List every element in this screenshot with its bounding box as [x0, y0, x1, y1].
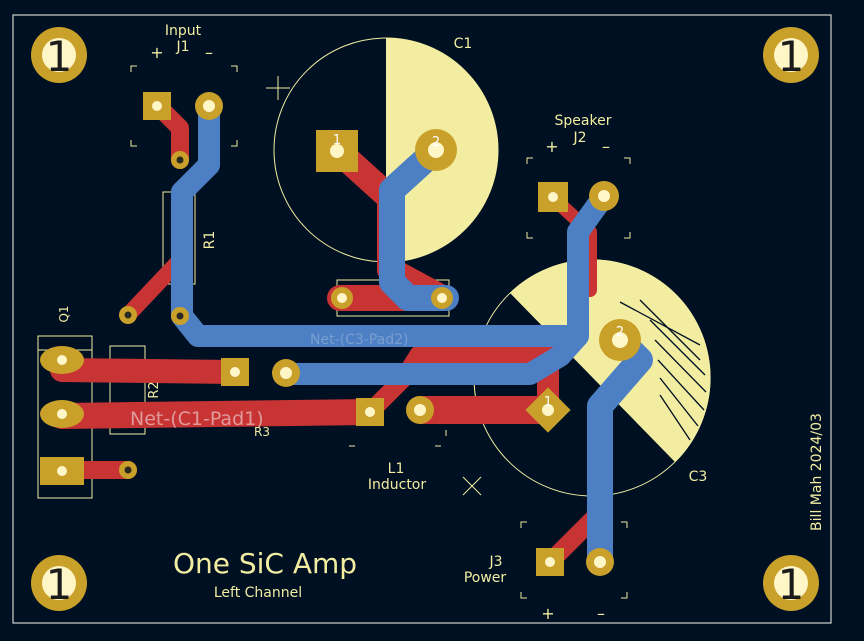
svg-text:1: 1 — [778, 32, 805, 81]
author-date: Bill Mah 2024/03 — [809, 413, 825, 531]
svg-text:–: – — [602, 137, 610, 156]
board-subtitle: Left Channel — [214, 585, 302, 601]
svg-text:+: + — [150, 43, 163, 62]
svg-text:R3: R3 — [254, 425, 270, 439]
svg-text:1: 1 — [333, 133, 341, 148]
svg-text:1: 1 — [46, 32, 73, 81]
svg-text:R1: R1 — [202, 231, 218, 250]
svg-text:L1: L1 — [388, 461, 405, 477]
svg-text:2: 2 — [616, 325, 624, 340]
svg-text:J3: J3 — [488, 554, 502, 570]
fiducials — [266, 76, 482, 496]
svg-text:Power: Power — [464, 570, 507, 586]
svg-text:1: 1 — [544, 395, 552, 410]
board-outline — [12, 14, 832, 624]
svg-text:1: 1 — [46, 560, 73, 609]
svg-text:R2: R2 — [147, 381, 162, 398]
svg-text:–: – — [205, 43, 213, 62]
svg-text:Q1: Q1 — [57, 305, 71, 322]
silk-references: Input J1 + – C1 Speaker J2 + – R1 Q1 R2 … — [57, 23, 707, 623]
svg-text:+: + — [541, 604, 554, 623]
svg-text:Inductor: Inductor — [368, 477, 427, 493]
svg-text:Speaker: Speaker — [555, 113, 612, 129]
mounting-hole-top-left: 1 — [31, 27, 87, 83]
pads — [40, 92, 641, 576]
mounting-holes: 1 1 1 1 — [31, 27, 819, 611]
mounting-hole-bottom-right: 1 — [763, 555, 819, 611]
mounting-hole-bottom-left: 1 — [31, 555, 87, 611]
svg-text:C1: C1 — [454, 36, 473, 52]
svg-text:1: 1 — [778, 560, 805, 609]
net-label-c3-pad2: Net-(C3-Pad2) — [310, 332, 408, 348]
mounting-hole-top-right: 1 — [763, 27, 819, 83]
board-title: One SiC Amp — [173, 547, 357, 580]
svg-text:J1: J1 — [175, 39, 189, 55]
net-label-c1-pad1: Net-(C1-Pad1) — [130, 408, 264, 430]
svg-text:Input: Input — [165, 23, 202, 39]
svg-text:2: 2 — [432, 135, 440, 150]
svg-text:J2: J2 — [572, 130, 586, 146]
svg-text:+: + — [545, 137, 558, 156]
pad-number-labels: 1 2 1 2 — [333, 133, 624, 410]
svg-text:–: – — [597, 604, 605, 623]
svg-text:C3: C3 — [689, 469, 708, 485]
